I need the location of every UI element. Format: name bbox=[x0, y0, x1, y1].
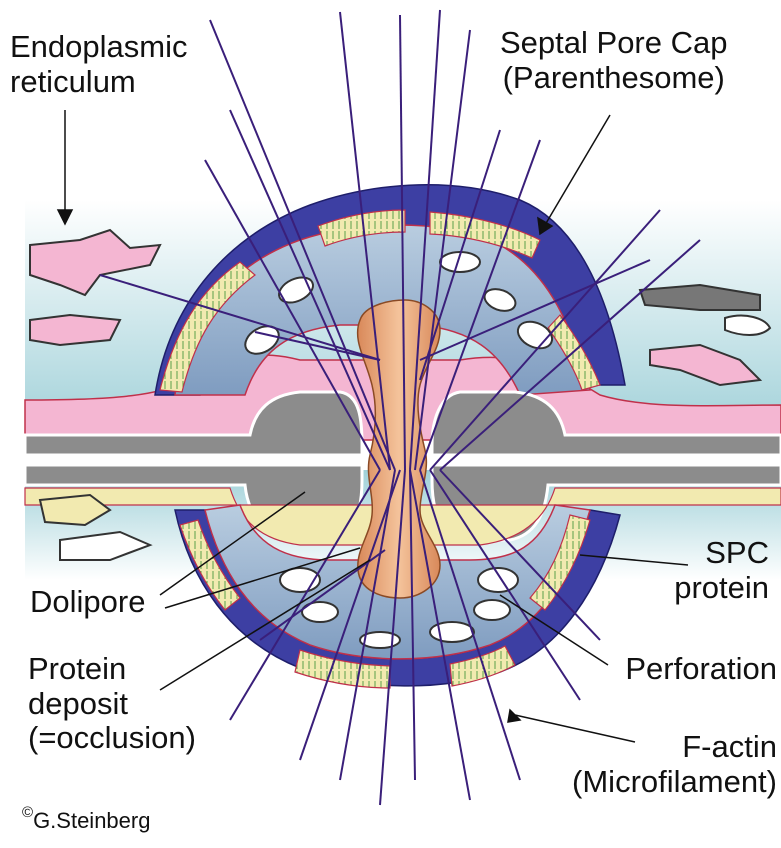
label-er-line1: Endoplasmic bbox=[10, 30, 187, 65]
label-spc-protein: SPC protein bbox=[674, 536, 769, 605]
copyright-author: G.Steinberg bbox=[33, 808, 150, 833]
label-spc-line2: (Parenthesome) bbox=[500, 61, 727, 96]
label-perforation: Perforation bbox=[625, 652, 777, 687]
label-factin-line2: (Microfilament) bbox=[572, 765, 777, 800]
label-protein-line3: (=occlusion) bbox=[28, 721, 196, 756]
copyright-symbol: © bbox=[22, 804, 33, 821]
label-spcp-line2: protein bbox=[674, 571, 769, 606]
label-perforation-text: Perforation bbox=[625, 651, 777, 686]
label-f-actin: F-actin (Microfilament) bbox=[572, 730, 777, 799]
label-dolipore-text: Dolipore bbox=[30, 584, 145, 619]
copyright-notice: ©G.Steinberg bbox=[22, 808, 150, 834]
label-protein-deposit: Protein deposit (=occlusion) bbox=[28, 652, 196, 756]
label-spc-line1: Septal Pore Cap bbox=[500, 26, 727, 61]
label-protein-line1: Protein bbox=[28, 652, 196, 687]
label-septal-pore-cap: Septal Pore Cap (Parenthesome) bbox=[500, 26, 727, 95]
label-er-line2: reticulum bbox=[10, 65, 187, 100]
label-spcp-line1: SPC bbox=[674, 536, 769, 571]
label-dolipore: Dolipore bbox=[30, 585, 145, 620]
label-protein-line2: deposit bbox=[28, 687, 196, 722]
label-endoplasmic-reticulum: Endoplasmic reticulum bbox=[10, 30, 187, 99]
label-factin-line1: F-actin bbox=[572, 730, 777, 765]
